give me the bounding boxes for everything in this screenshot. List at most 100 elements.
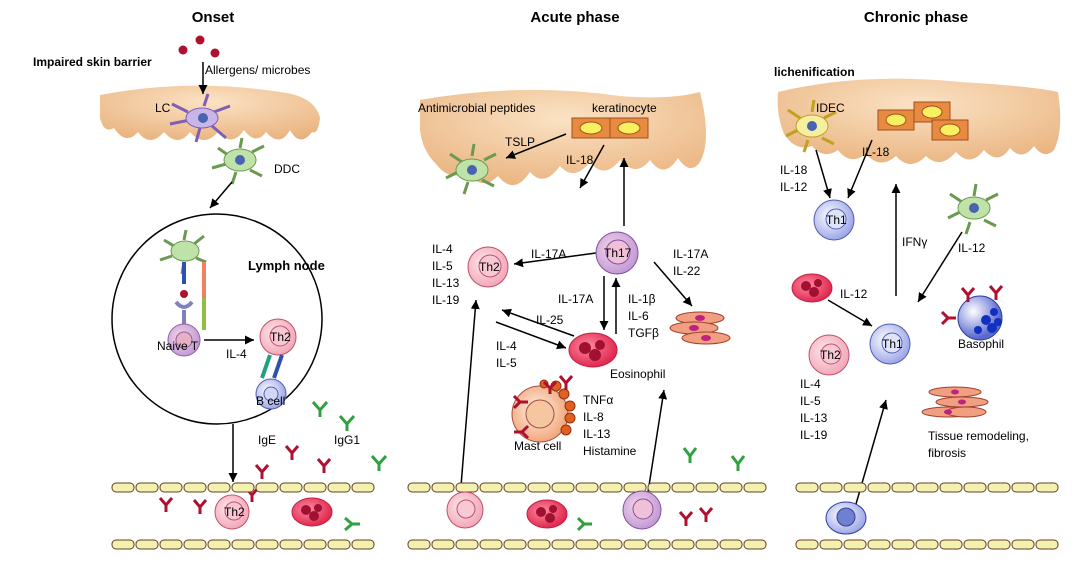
keratinocyte-label: keratinocyte [592,101,657,115]
vessel-wall-cell [719,482,743,493]
mast-cell-label: Mast cell [514,439,561,453]
ige-antibody-icon [678,507,714,526]
vessel-wall-cell [479,539,503,550]
blood-vessel-chronic [795,482,1059,550]
th2-cell-icon [214,494,250,530]
vessel-wall-cell [891,482,915,493]
impaired-skin-barrier-label: Impaired skin barrier [33,55,152,69]
vessel-wall-cell [159,539,183,550]
th1-cell-icon [813,199,855,241]
ifng-label: IFNγ [902,235,927,249]
vessel-wall-cell [647,482,671,493]
vessel-wall-cell [111,539,135,550]
vessel-wall-cell [623,539,647,550]
il17a-label-b: IL-17A [558,292,593,306]
vessel-wall-cell [279,482,303,493]
vessel-wall-cell [915,539,939,550]
idec-label: IDEC [816,101,845,115]
vessel-wall-cell [743,482,767,493]
chronic-panel: lichenification IDEC IL-18 IL-12 IL-18 T… [774,65,1061,550]
chronic-il18: IL-18 [780,163,808,177]
eosinophil-label: Eosinophil [610,367,665,381]
allergens-label: Allergens/ microbes [205,63,310,77]
th2-onset-label: Th2 [270,330,291,344]
blood-vessel-onset [111,482,375,550]
chronic-cytokine-il19: IL-19 [800,428,828,442]
langerhans-cell-icon [169,93,231,143]
chronic-cytokine-il4: IL-4 [800,377,821,391]
vessel-wall-cell [867,482,891,493]
cytokine-il1b: IL-1β [628,292,656,306]
vessel-wall-cell [575,482,599,493]
vessel-wall-cell [503,539,527,550]
vessel-wall-cell [671,482,695,493]
keratinocyte-cells-icon [877,101,969,141]
vessel-wall-cell [351,482,375,493]
antimicrobial-peptides-label: Antimicrobial peptides [418,101,535,115]
vessel-wall-cell [1035,539,1059,550]
vessel-wall-cell [407,539,431,550]
header-chronic: Chronic phase [864,9,968,26]
ddc-label: DDC [274,162,300,176]
il12-chronic-a: IL-12 [958,241,986,255]
vessel-wall-cell [575,539,599,550]
th2-acute-label: Th2 [479,260,500,274]
th17-label: Th17 [604,246,632,260]
skin-layer-acute [420,89,706,186]
naive-t-cell-icon [167,323,201,357]
vessel-wall-cell [819,539,843,550]
vessel-wall-cell [551,482,575,493]
tslp-label: TSLP [505,135,535,149]
b-cell-icon [255,378,287,410]
eosinophil-icon [291,497,333,527]
vessel-wall-cell [503,482,527,493]
th2-cell-icon [467,246,509,288]
cytokine-il13-mast: IL-13 [583,427,611,441]
vessel-wall-cell [183,539,207,550]
vessel-wall-cell [599,539,623,550]
vessel-wall-cell [327,482,351,493]
eosinophil-icon [791,273,833,303]
vessel-wall-cell [1011,482,1035,493]
cytokine-tnfa: TNFα [583,393,613,407]
vessel-wall-cell [279,539,303,550]
vessel-wall-cell [431,482,455,493]
cytokine-il5: IL-5 [432,259,453,273]
vessel-wall-cell [987,482,1011,493]
vessel-wall-cell [231,539,255,550]
keratinocyte-cells-icon [571,117,649,139]
lymph-node-label: Lymph node [248,258,325,273]
vessel-wall-cell [647,539,671,550]
th1-cell-icon [825,501,867,535]
vessel-wall-cell [231,482,255,493]
th1-cell-icon [869,323,911,365]
ige-antibody-icon [158,445,332,514]
chronic-il12: IL-12 [780,180,808,194]
vessel-wall-cell [695,482,719,493]
mast-cell-icon [511,375,576,443]
allergen-dot [178,45,188,55]
vessel-wall-cell [867,539,891,550]
b-cell-label: B cell [256,394,285,408]
vessel-wall-cell [135,539,159,550]
idec-cell-icon [785,99,837,153]
histamine-label: Histamine [583,444,637,458]
cytokine-il5-low: IL-5 [496,356,517,370]
vessel-wall-cell [455,539,479,550]
vessel-wall-cell [939,539,963,550]
vessel-wall-cell [207,482,231,493]
lc-label: LC [155,101,171,115]
vessel-wall-cell [719,539,743,550]
vessel-wall-cell [431,539,455,550]
chronic-il18-b: IL-18 [862,145,890,159]
vessel-wall-cell [843,539,867,550]
th1-chronic-label-a: Th1 [826,213,847,227]
vessel-wall-cell [963,539,987,550]
blood-vessel-acute [407,482,767,550]
th17-cell-icon [622,490,662,530]
t-cell-icon [446,491,484,529]
vessel-wall-cell [351,539,375,550]
dermal-dendritic-cell-icon [211,137,265,185]
